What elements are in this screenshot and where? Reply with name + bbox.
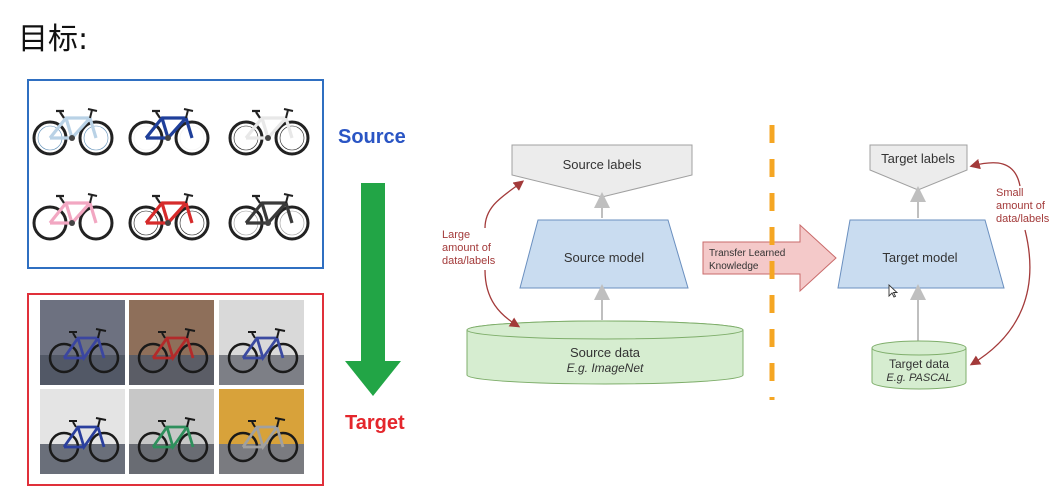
target-data-example: E.g. PASCAL xyxy=(886,372,951,384)
source-data-text: Source data xyxy=(570,345,641,360)
source-labels-text: Source labels xyxy=(563,157,642,172)
target-photo-bike-5 xyxy=(129,389,214,474)
source-bike-white-blue-image xyxy=(30,100,116,160)
mouse-cursor-icon xyxy=(888,284,898,298)
transfer-text-line1: Transfer Learned xyxy=(709,248,785,259)
target-labels-text: Target labels xyxy=(881,151,955,166)
source-bike-blue-mountain-image xyxy=(126,100,212,160)
transfer-learning-diagram: Source labels Source model Source data E… xyxy=(442,125,1050,400)
source-bike-red-trike-image xyxy=(126,185,212,245)
large-amount-line1: Large xyxy=(442,229,470,241)
small-amount-line3: data/labels xyxy=(996,213,1050,225)
target-labels-shape xyxy=(869,144,968,191)
source-bike-grey-mountain-image xyxy=(226,185,312,245)
source-data-example: E.g. ImageNet xyxy=(567,361,644,375)
target-data-text: Target data xyxy=(889,357,949,371)
large-amount-line3: data/labels xyxy=(442,255,496,267)
target-photo-bike-6 xyxy=(219,389,304,474)
transfer-arrow-shape xyxy=(702,223,837,293)
large-amount-line2: amount of xyxy=(442,242,492,254)
target-photo-bike-1 xyxy=(40,300,125,385)
source-bike-pink-image xyxy=(30,185,116,245)
target-model-shape xyxy=(837,219,1005,289)
page-title: 目标: xyxy=(18,22,89,57)
source-labels-shape xyxy=(511,144,693,198)
target-photo-bike-2 xyxy=(129,300,214,385)
source-model-text: Source model xyxy=(564,250,644,265)
target-photo-bike-3 xyxy=(219,300,304,385)
source-bike-white-black-image xyxy=(226,100,312,160)
small-amount-line1: Small xyxy=(996,187,1024,199)
source-image-box xyxy=(27,79,324,269)
target-photo-bike-4 xyxy=(40,389,125,474)
small-amount-line2: amount of xyxy=(996,200,1046,212)
down-arrow-icon xyxy=(345,183,401,396)
source-label: Source xyxy=(338,126,406,148)
transfer-text-line2: Knowledge xyxy=(709,261,759,272)
target-label: Target xyxy=(345,412,405,434)
target-model-text: Target model xyxy=(882,250,957,265)
source-model-shape xyxy=(519,219,689,289)
target-image-box xyxy=(27,293,324,486)
